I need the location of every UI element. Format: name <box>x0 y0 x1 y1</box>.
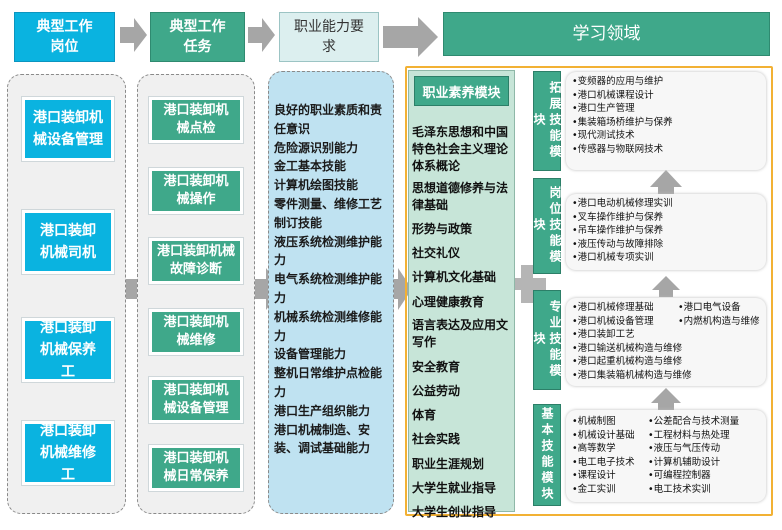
arrow-right-icon <box>248 18 275 52</box>
position-tile: 港口装卸机械维修工 <box>22 421 114 485</box>
course-item: •港口集装箱机械构造与维修 <box>572 369 692 381</box>
course-item: •液压传动与故障排除 <box>572 238 664 250</box>
task-tile: 港口装卸机械设备管理 <box>149 377 243 423</box>
arrow-right-icon <box>120 18 147 52</box>
suyang-course: 心理健康教育 <box>412 294 485 309</box>
suyang-course: 思想道德修养与法律基础 <box>412 181 509 212</box>
position-tile: 港口装卸机械司机 <box>22 210 114 274</box>
task-tile: 港口装卸机械操作 <box>149 168 243 214</box>
ability-item: 港口机械制造、安装、调试基础能力 <box>274 422 371 456</box>
course-item: •电工电子技术 <box>572 456 635 468</box>
arrow-up-icon <box>651 388 681 410</box>
course-item: •现代测试技术 <box>572 130 635 141</box>
module-gangwei-label: 岗位技能模块 <box>532 178 562 274</box>
ability-item: 计算机绘图技能 <box>274 178 359 193</box>
task-tile: 港口装卸机械维修 <box>149 309 243 355</box>
ability-item: 机械系统检测维修能力 <box>274 309 383 343</box>
course-item: •金工实训 <box>572 483 616 495</box>
module-tuozhan-box: •变频器的应用与维护 •港口机械课程设计 •港口生产管理 •集装箱场桥维护与保养… <box>566 72 766 170</box>
course-item: •课程设计 <box>572 470 616 481</box>
course-item: •公差配合与技术测量 <box>648 416 740 427</box>
course-item: •港口输送机械构造与维修 <box>572 342 683 354</box>
arrow-right-icon <box>383 268 412 310</box>
header-domains: 学习领域 <box>443 12 770 56</box>
arrow-up-icon <box>650 170 682 194</box>
course-item: •集装箱场桥维护与保养 <box>572 116 673 128</box>
position-tile: 港口装卸机械保养工 <box>22 318 114 382</box>
learning-domain-frame <box>405 66 773 516</box>
course-item: •内燃机构造与维修 <box>678 315 760 327</box>
abilities-list: 良好的职业素质和责任意识 危险源识别能力 金工基本技能 计算机绘图技能 零件测量… <box>274 101 390 458</box>
suyang-course: 社交礼仪 <box>412 246 461 261</box>
header-positions: 典型工作岗位 <box>14 12 115 62</box>
suyang-course: 职业生涯规划 <box>412 456 485 471</box>
course-item: •电工技术实训 <box>648 483 711 495</box>
suyang-course: 计算机文化基础 <box>412 270 497 285</box>
course-item: •叉车操作维护与保养 <box>572 211 664 223</box>
suyang-course: 大学生就业指导 <box>412 480 497 495</box>
suyang-course: 毛泽东思想和中国特色社会主义理论体系概论 <box>412 125 509 173</box>
suyang-title: 职业素养模块 <box>414 76 509 106</box>
module-zhuanye-box: •港口机械修理基础 •港口机械设备管理 •港口装卸工艺 •港口输送机械构造与维修… <box>566 298 766 386</box>
course-item: •机械设计基础 <box>572 429 635 441</box>
suyang-course: 语言表达及应用文写作 <box>412 317 509 349</box>
course-item: •液压与气压传动 <box>648 443 721 454</box>
ability-item: 金工基本技能 <box>274 159 347 174</box>
arrow-right-icon <box>252 268 282 310</box>
ability-item: 危险源识别能力 <box>274 140 359 155</box>
suyang-course: 社会实践 <box>412 432 461 447</box>
course-item: •吊车操作维护与保养 <box>572 225 664 236</box>
task-tile: 港口装卸机械点检 <box>149 97 243 143</box>
course-item: •港口机械专项实训 <box>572 252 654 263</box>
suyang-course: 形势与政策 <box>412 222 473 236</box>
ability-item: 整机日常维护点检能力 <box>274 366 383 399</box>
task-tile: 港口装卸机械日常保养 <box>149 445 243 491</box>
header-abilities: 职业能力要求 <box>279 12 379 62</box>
course-item: •港口生产管理 <box>572 103 635 114</box>
arrow-up-icon <box>652 276 680 297</box>
course-item: •港口起重机械构造与维修 <box>572 356 683 367</box>
suyang-course: 体育 <box>412 408 437 423</box>
tasks-column <box>137 74 255 514</box>
ability-item: 零件测量、维修工艺制订技能 <box>274 196 383 230</box>
ability-item: 港口生产组织能力 <box>274 403 371 418</box>
position-tile: 港口装卸机械设备管理 <box>22 97 114 161</box>
ability-item: 电气系统检测维护能力 <box>274 272 383 305</box>
course-item: •传感器与物联网技术 <box>572 143 664 155</box>
suyang-course: 大学生创业指导 <box>412 505 497 520</box>
course-item: •变频器的应用与维护 <box>572 76 664 87</box>
module-jiben-box: •机械制图 •机械设计基础 •高等数学 •电工电子技术 •课程设计 •金工实训 … <box>566 410 766 502</box>
course-item: •可编程控制器 <box>648 470 711 481</box>
module-gangwei-box: •港口电动机械修理实训 •叉车操作维护与保养 •吊车操作维护与保养 •液压传动与… <box>566 194 766 270</box>
header-tasks: 典型工作任务 <box>150 12 245 62</box>
ability-item: 液压系统检测维护能力 <box>274 234 383 268</box>
module-jiben-label: 基本技能模块 <box>533 404 561 506</box>
ability-item: 良好的职业素质和责任意识 <box>274 103 383 136</box>
module-tuozhan-label: 拓展技能模块 <box>532 71 562 171</box>
course-item: •计算机辅助设计 <box>648 456 721 468</box>
ability-item: 设备管理能力 <box>274 347 347 362</box>
course-item: •港口电气设备 <box>678 302 741 313</box>
suyang-panel <box>408 70 515 512</box>
course-item: •港口机械设备管理 <box>572 315 654 327</box>
course-item: •港口机械修理基础 <box>572 302 654 313</box>
course-item: •港口装卸工艺 <box>572 329 635 340</box>
course-item: •高等数学 <box>572 443 616 454</box>
course-item: •机械制图 <box>572 416 616 427</box>
suyang-course: 公益劳动 <box>412 384 461 399</box>
course-item: •港口机械课程设计 <box>572 89 654 101</box>
arrow-right-icon <box>383 17 438 57</box>
module-zhuanye-label: 专业技能模块 <box>532 290 562 390</box>
suyang-course-list: 毛泽东思想和中国特色社会主义理论体系概论 思想道德修养与法律基础 形势与政策 社… <box>412 124 514 524</box>
suyang-course: 安全教育 <box>412 359 461 374</box>
abilities-column <box>268 71 394 514</box>
course-item: •港口电动机械修理实训 <box>572 198 673 209</box>
course-item: •工程材料与热处理 <box>648 429 730 441</box>
task-tile: 港口装卸机械故障诊断 <box>149 238 243 284</box>
